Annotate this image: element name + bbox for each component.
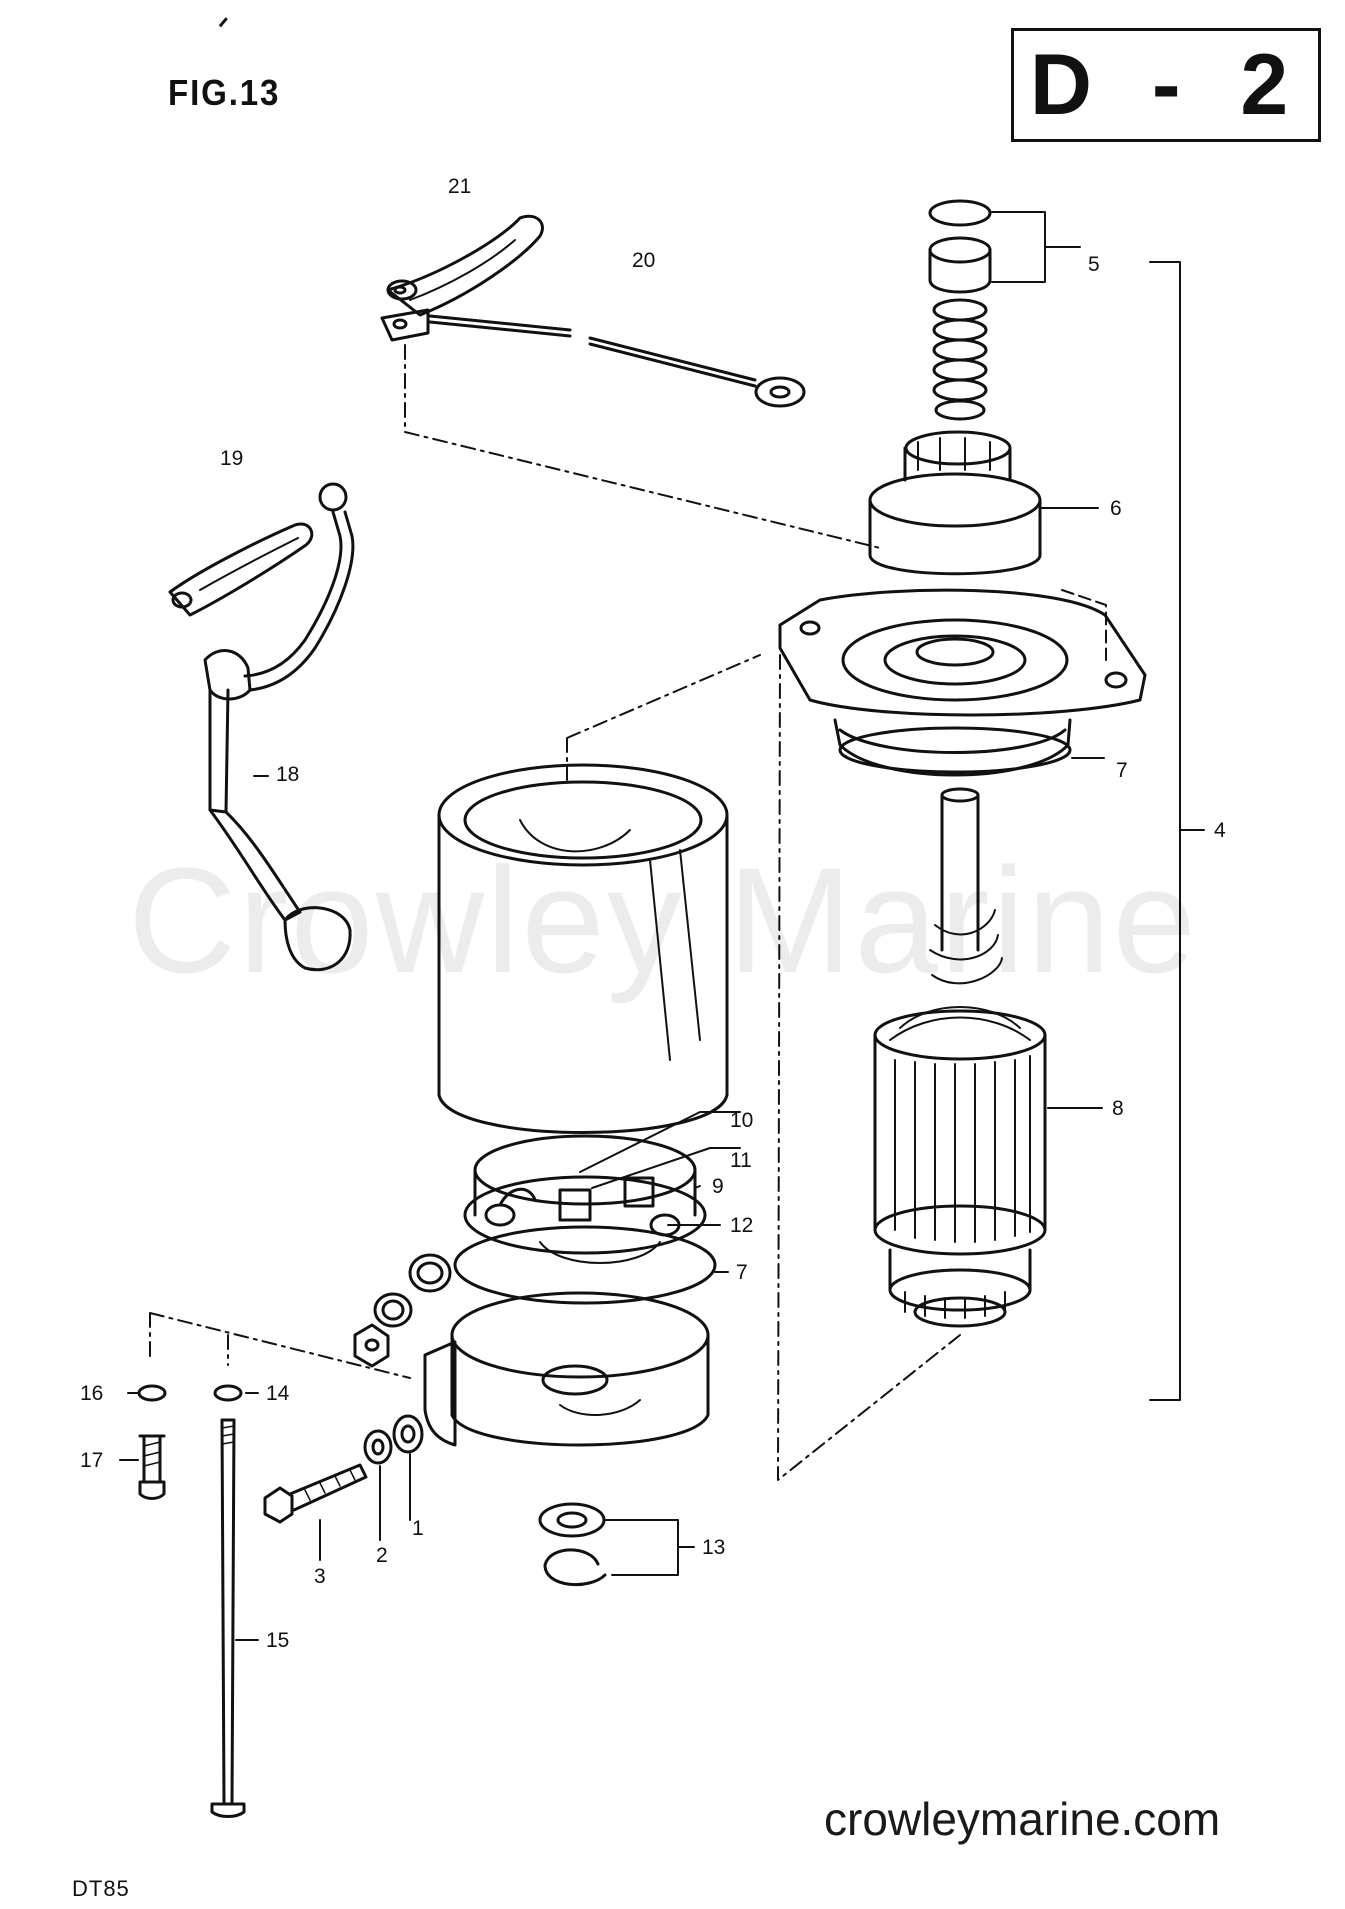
callout-20: 20 [632,249,656,272]
part-8-armature [873,787,1103,1328]
callout-6: 6 [1110,497,1122,520]
model-code: DT85 [72,1876,130,1901]
part-1-washer [392,1414,424,1454]
callout-21: 21 [448,175,472,198]
page-code: D - 2 [1029,37,1307,133]
part-18-cable [203,482,355,972]
part-3-bolt [263,1463,368,1524]
callout-11: 11 [730,1149,752,1172]
callout-3: 3 [314,1565,326,1588]
part-5-stop-and-spring [928,199,1081,421]
callout-16: 16 [80,1382,104,1405]
callout-2: 2 [376,1544,388,1567]
part-6-pinion-clutch [868,430,1099,576]
callout-9: 9 [712,1175,724,1198]
callout-7-rear: 7 [736,1261,748,1284]
rear-housing [423,1291,710,1447]
part-2-lock-washer [363,1429,393,1465]
part-7-rear-gasket [453,1225,717,1305]
part-15-through-bolt [210,1418,246,1818]
callout-10: 10 [730,1109,754,1132]
part-9-brush-holder [463,1134,707,1264]
callout-17: 17 [80,1449,104,1472]
part-17-screw [138,1434,166,1500]
page-code-box [1011,28,1321,142]
part-16-washer [137,1384,167,1402]
callout-12: 12 [730,1214,754,1237]
washers-and-nut [353,1253,452,1368]
callout-1: 1 [412,1517,424,1540]
callout-8: 8 [1112,1097,1124,1120]
part-20-lead-wire [428,314,806,408]
callout-4: 4 [1214,819,1226,842]
part-21-terminal-plate [380,214,544,342]
callout-19: 19 [220,447,244,470]
callout-15: 15 [266,1629,290,1652]
figure-label: FIG.13 [168,72,281,113]
part-7-front-housing [778,588,1147,777]
part-13-washer-e-ring [538,1502,695,1587]
corner-mark: ᐟ [218,12,230,42]
yoke-field-frame [437,763,729,1134]
website-url: crowleymarine.com [824,1793,1221,1845]
callout-13: 13 [702,1536,726,1559]
callout-5: 5 [1088,253,1100,276]
part-19-ground-plate [168,522,314,617]
callout-14: 14 [266,1382,290,1405]
part-14-washer [213,1384,243,1402]
callout-7-front: 7 [1116,759,1128,782]
callout-18: 18 [276,763,300,786]
